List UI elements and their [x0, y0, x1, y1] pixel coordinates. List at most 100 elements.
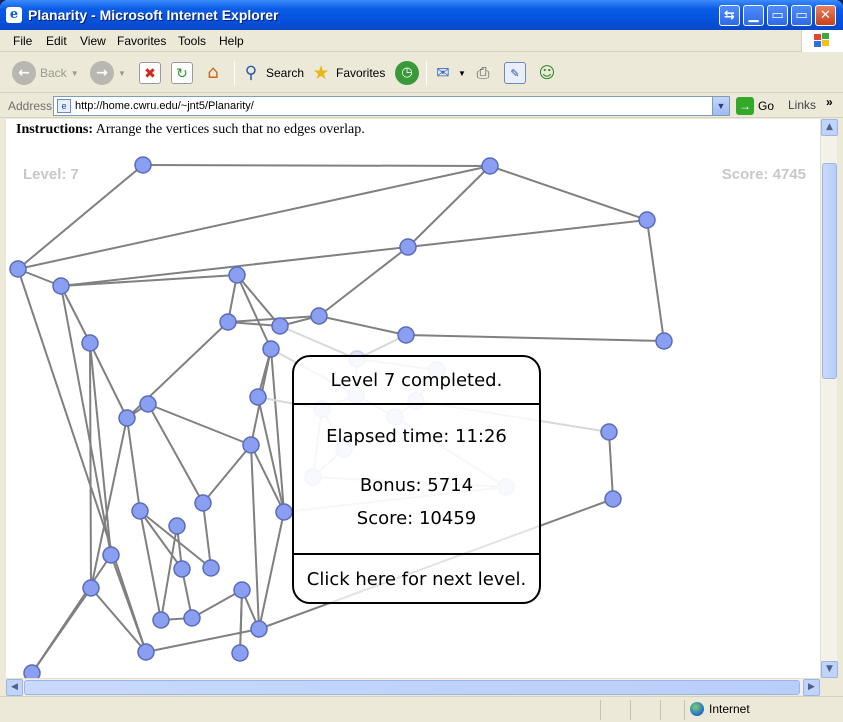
maximize-button[interactable]: ▭	[767, 5, 788, 26]
graph-vertex[interactable]	[231, 644, 249, 662]
vertical-scrollbar[interactable]: ▲ ▼	[820, 119, 838, 678]
menu-tools[interactable]: Tools	[178, 34, 207, 48]
history-icon: ◷	[395, 61, 419, 85]
go-button[interactable]: → Go	[736, 97, 774, 115]
refresh-button[interactable]: ↻	[171, 59, 193, 87]
restore-size-icon[interactable]: ⇆	[719, 5, 740, 26]
graph-edge	[89, 342, 92, 589]
dialog-title: Level 7 completed.	[330, 370, 503, 391]
graph-vertex[interactable]	[118, 409, 136, 427]
search-button[interactable]: ⚲ Search	[240, 59, 304, 87]
graph-vertex[interactable]	[233, 581, 251, 599]
home-button[interactable]: ⌂	[202, 59, 224, 87]
address-bar: Address e http://home.cwru.edu/~jnt5/Pla…	[0, 94, 843, 118]
messenger-icon: ☺	[538, 63, 556, 82]
status-divider	[660, 700, 661, 720]
minimize-button[interactable]: ▁	[743, 5, 764, 26]
graph-vertex[interactable]	[397, 326, 415, 344]
edit-button[interactable]: ✎	[504, 59, 526, 87]
graph-edge	[318, 315, 407, 336]
title-bar[interactable]: e Planarity - Microsoft Internet Explore…	[0, 0, 843, 30]
graph-vertex[interactable]	[102, 546, 120, 564]
graph-edge	[489, 165, 648, 221]
minimize-button-2[interactable]: ▭	[791, 5, 812, 26]
menu-file[interactable]: File	[13, 34, 33, 48]
graph-vertex[interactable]	[173, 560, 191, 578]
links-button[interactable]: Links	[788, 98, 817, 112]
graph-vertex[interactable]	[219, 313, 237, 331]
graph-vertex[interactable]	[9, 260, 27, 278]
chevron-down-icon: ▼	[118, 68, 126, 78]
horizontal-scrollbar[interactable]: ◀ ▶	[6, 678, 820, 696]
scroll-up-icon[interactable]: ▲	[821, 119, 838, 136]
graph-vertex[interactable]	[275, 503, 293, 521]
graph-edge	[236, 274, 272, 350]
stop-button[interactable]: ✖	[139, 59, 161, 87]
address-input[interactable]: e http://home.cwru.edu/~jnt5/Planarity/ …	[53, 96, 730, 116]
graph-vertex[interactable]	[81, 334, 99, 352]
star-icon: ★	[312, 62, 330, 84]
graph-vertex[interactable]	[23, 664, 41, 678]
address-label: Address	[8, 99, 53, 113]
graph-vertex[interactable]	[399, 238, 417, 256]
scroll-right-icon[interactable]: ▶	[803, 679, 820, 696]
graph-vertex[interactable]	[655, 332, 673, 350]
graph-vertex[interactable]	[139, 395, 157, 413]
level-complete-dialog[interactable]: Level 7 completed. Elapsed time: 11:26 B…	[292, 355, 541, 604]
graph-vertex[interactable]	[604, 490, 622, 508]
instructions-text: Arrange the vertices such that no edges …	[93, 122, 365, 137]
menu-view[interactable]: View	[80, 34, 106, 48]
menu-favorites[interactable]: Favorites	[117, 34, 167, 48]
graph-vertex[interactable]	[481, 157, 499, 175]
graph-vertex[interactable]	[152, 611, 170, 629]
graph-vertex[interactable]	[82, 579, 100, 597]
graph-vertex[interactable]	[194, 494, 212, 512]
page-icon: e	[57, 99, 71, 113]
chevron-down-icon[interactable]: ▼	[712, 97, 729, 115]
graph-edge	[139, 510, 162, 621]
close-button[interactable]: ✕	[815, 5, 836, 26]
graph-edge	[191, 589, 243, 619]
graph-edge	[318, 246, 409, 317]
mail-button[interactable]: ✉ ▼	[432, 59, 466, 87]
graph-vertex[interactable]	[183, 609, 201, 627]
messenger-button[interactable]: ☺	[536, 59, 558, 87]
forward-button[interactable]: → ▼	[90, 59, 126, 87]
scroll-down-icon[interactable]: ▼	[821, 661, 838, 678]
scroll-thumb-horizontal[interactable]	[24, 680, 800, 695]
chevron-right-icon[interactable]: »	[826, 95, 833, 109]
scroll-thumb[interactable]	[822, 163, 837, 379]
back-button[interactable]: ← Back ▼	[12, 59, 79, 87]
graph-vertex[interactable]	[168, 517, 186, 535]
graph-vertex[interactable]	[228, 266, 246, 284]
graph-vertex[interactable]	[249, 388, 267, 406]
instructions-label: Instructions:	[16, 122, 94, 137]
graph-vertex[interactable]	[310, 307, 328, 325]
graph-edge	[250, 444, 260, 630]
bonus-value: Bonus: 5714	[359, 475, 474, 496]
scroll-left-icon[interactable]: ◀	[6, 679, 23, 696]
dialog-divider	[294, 403, 539, 405]
print-button[interactable]: ⎙	[472, 59, 494, 87]
favorites-label: Favorites	[336, 66, 386, 80]
menu-help[interactable]: Help	[219, 34, 244, 48]
history-button[interactable]: ◷	[395, 59, 419, 87]
graph-vertex[interactable]	[52, 277, 70, 295]
graph-vertex[interactable]	[262, 340, 280, 358]
graph-edge	[239, 589, 243, 654]
graph-vertex[interactable]	[250, 620, 268, 638]
graph-vertex[interactable]	[131, 502, 149, 520]
graph-vertex[interactable]	[137, 643, 155, 661]
next-level-link[interactable]: Click here for next level.	[306, 569, 527, 590]
graph-vertex[interactable]	[202, 559, 220, 577]
graph-vertex[interactable]	[600, 423, 618, 441]
graph-vertex[interactable]	[134, 156, 152, 174]
graph-edge	[60, 285, 91, 344]
graph-vertex[interactable]	[271, 317, 289, 335]
graph-vertex[interactable]	[242, 436, 260, 454]
favorites-button[interactable]: ★ Favorites	[310, 59, 385, 87]
graph-edge	[257, 396, 285, 513]
menu-edit[interactable]: Edit	[46, 34, 67, 48]
graph-vertex[interactable]	[638, 211, 656, 229]
